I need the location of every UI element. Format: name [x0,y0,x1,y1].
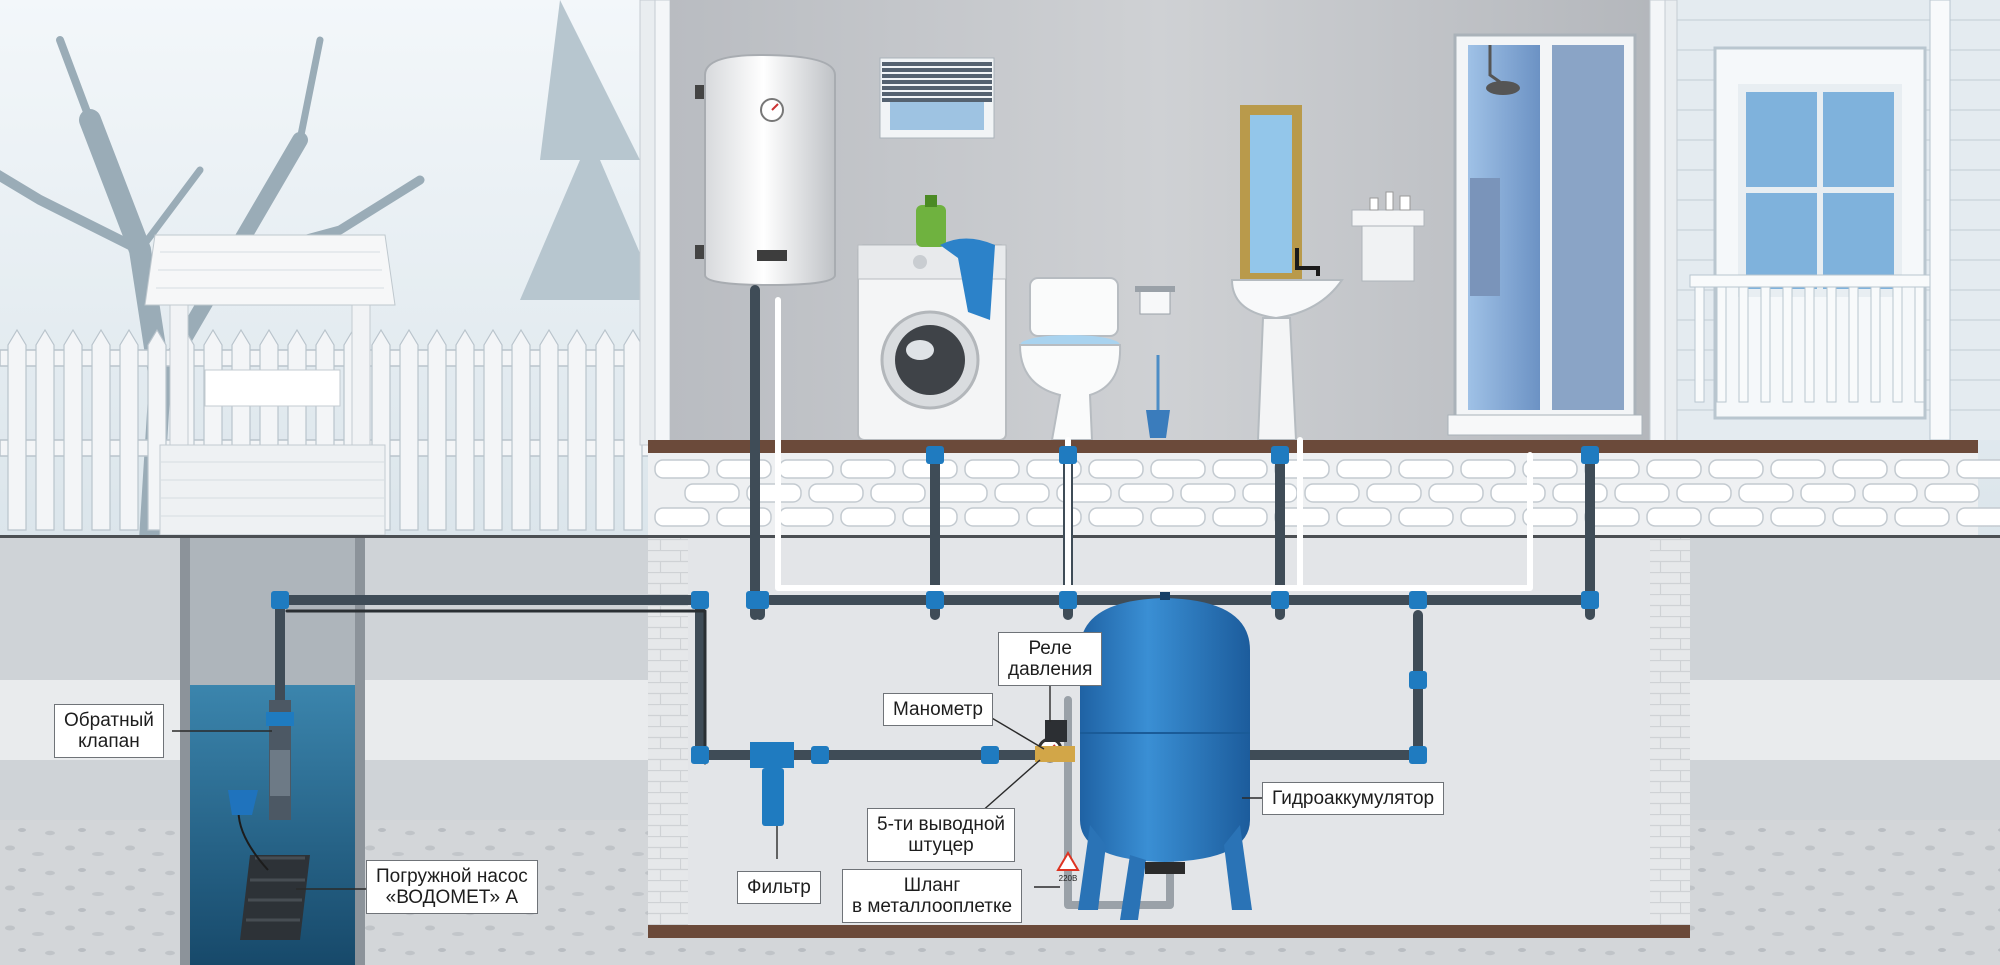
toilet-brush-icon [1146,355,1170,438]
towel [940,238,995,320]
accumulator-label: Гидроаккумулятор [1272,788,1435,809]
washbasin-icon [1230,248,1344,441]
background-pines [520,0,660,300]
shower-cabin-icon [1447,33,1643,436]
shower-head-icon [1486,45,1520,95]
washing-machine-icon [857,244,1007,441]
five-way-fitting-label-line2: штуцер [908,835,974,856]
pressure-switch-label-line2: давления [1008,659,1093,680]
porch-window-icon [1655,0,2000,441]
submersible-pump-icon [240,700,310,940]
toilet-icon [1018,277,1122,441]
float-switch-icon [228,790,269,871]
accumulator-tank-icon [1078,592,1252,920]
mirror-icon [1240,105,1302,283]
well-house-icon [144,234,396,536]
voltage-mark: 220В [1059,874,1078,883]
toilet-paper-icon [1135,286,1175,315]
submersible-pump-label-line2: «ВОДОМЕТ» А [385,887,519,908]
leader-lines [172,680,1262,890]
five-way-fitting-callout: 5-ти выводной штуцер [867,808,1016,862]
detergent-bottle-icon [916,195,946,247]
water-heater-icon [695,53,836,287]
check-valve-label-line1: Обратный [64,710,154,731]
braided-hose-callout: Шланг в металлооплетке [842,869,1023,923]
filter-icon [750,742,794,826]
accumulator-callout: Гидроаккумулятор [1262,782,1445,815]
bath-shelf-icon [1351,191,1425,282]
check-valve-callout: Обратный клапан [54,704,164,758]
pressure-switch-icon [1045,720,1067,742]
manometer-callout: Манометр [883,693,993,726]
submersible-pump-label-line1: Погружной насос [376,866,528,887]
pressure-switch-callout: Реле давления [998,632,1103,686]
window-blinds-icon [879,57,995,139]
filter-callout: Фильтр [737,871,821,904]
pressure-switch-label-line1: Реле [1028,638,1072,659]
warning-icon: 220В [1056,851,1080,883]
submersible-pump-callout: Погружной насос «ВОДОМЕТ» А [366,860,538,914]
five-way-fitting-label-line1: 5-ти выводной [877,814,1006,835]
braided-hose-label-line1: Шланг [903,875,961,896]
braided-hose-label-line2: в металлооплетке [852,896,1013,917]
manometer-label: Манометр [893,699,983,720]
five-way-fitting [1035,746,1075,762]
check-valve-label-line2: клапан [78,731,140,752]
filter-label: Фильтр [747,877,811,898]
